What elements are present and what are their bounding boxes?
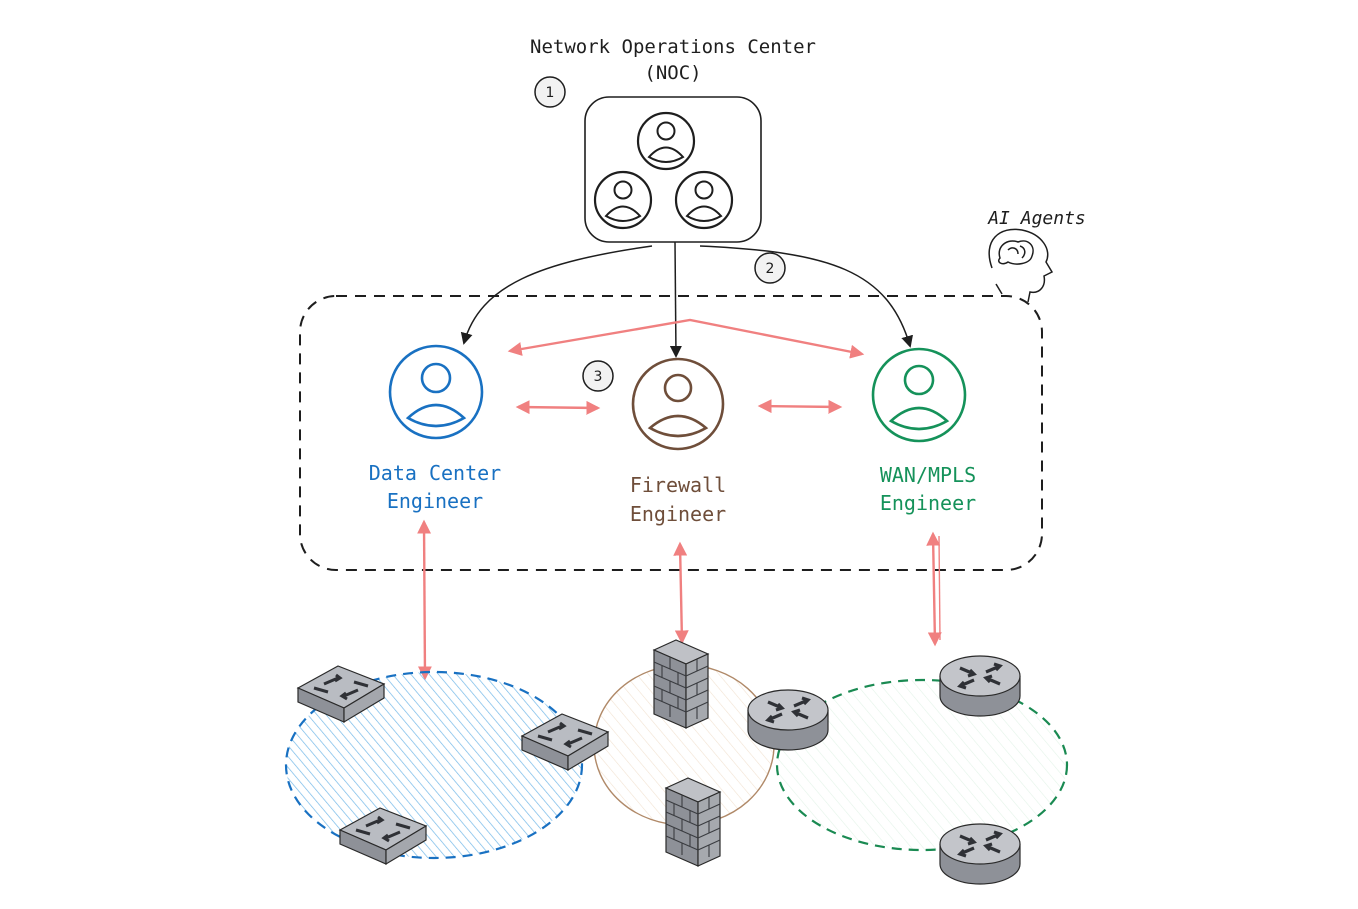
firewall-engineer-icon [631,357,725,451]
noc-to-firewall-arrow [669,241,682,358]
noc-title-line1: Network Operations Center [530,36,816,58]
step-badge-1: 1 [534,76,566,108]
step-badge-3-label: 3 [594,369,603,385]
ai-agents-label: AI Agents [987,208,1086,229]
wan-engineer-label-line2: Engineer [880,491,976,515]
firewall-engineer-label-line1: Firewall [630,473,726,497]
step-badge-2: 2 [754,252,786,284]
noc-to-dc-arrow [460,245,653,345]
step-badge-1-label: 1 [546,85,555,101]
noc-person-icon [593,170,653,230]
noc-title-line2: (NOC) [644,62,701,84]
dc-firewall-peer-arrow [515,400,601,415]
switch-icon [296,665,386,724]
ai-agents-region [299,295,1043,571]
dc-to-switches-arrow [417,519,432,681]
dc-wan-peer-arrow [507,318,865,359]
wan-engineer-icon [871,347,967,443]
wan-engineer-label-line1: WAN/MPLS [880,463,976,487]
router-icon [747,689,829,751]
router-icon [939,655,1021,717]
step-badge-3: 3 [582,360,614,392]
dc-engineer-label-line1: Data Center [369,461,501,485]
firewall-engineer-label-line2: Engineer [630,502,726,526]
noc-person-icon [636,111,696,171]
noc-person-icon [674,170,734,230]
wan-to-routers-arrow-stroke [938,535,941,641]
wan-zone [775,678,1069,852]
switch-icon [338,807,428,866]
dc-engineer-icon [388,344,484,440]
firewall-wan-peer-arrow [757,399,843,414]
firewall-to-firewalls-arrow [673,541,689,645]
switch-icon [520,713,610,772]
step-badge-2-label: 2 [766,261,775,277]
brain-head-icon [988,228,1054,303]
noc-to-wan-arrow [699,245,913,348]
dc-engineer-label-line2: Engineer [387,489,483,513]
firewall-icon [652,639,710,729]
datacenter-zone [284,670,584,860]
noc-box [584,96,762,243]
router-icon [939,823,1021,885]
firewall-icon [664,777,722,867]
wan-to-routers-arrow [926,531,942,647]
